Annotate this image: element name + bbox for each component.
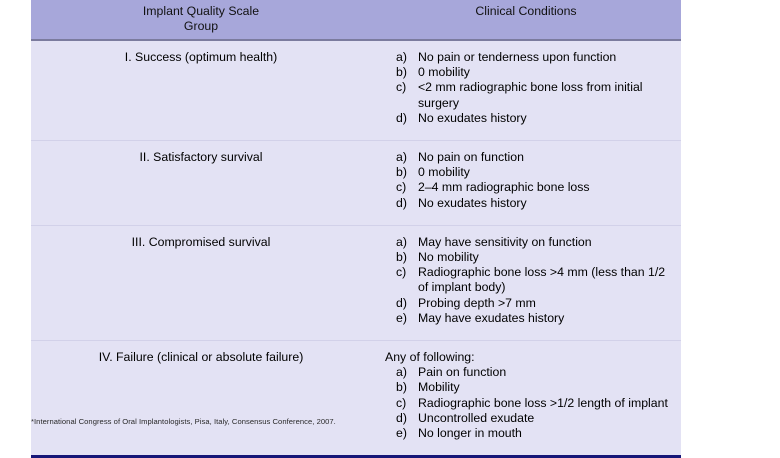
condition-marker: a) [396, 234, 407, 249]
condition-item: d) No exudates history [396, 111, 677, 126]
condition-text: No pain or tenderness upon function [418, 50, 617, 64]
condition-text: May have sensitivity on function [418, 234, 592, 249]
condition-text: 0 mobility [418, 65, 470, 80]
table-row: IV. Failure (clinical or absolute failur… [31, 340, 681, 458]
condition-marker: b) [396, 165, 407, 180]
condition-item: a) No pain on function [396, 150, 677, 165]
conditions-list: a) No pain on function b) 0 mobility c) 2–4 m… [385, 150, 677, 211]
conditions-intro: Any of following: [385, 350, 475, 365]
condition-text: Mobility [418, 380, 460, 395]
condition-marker: c) [396, 265, 407, 280]
condition-marker: b) [396, 65, 407, 80]
clinical-conditions-cell: a) No pain or tenderness upon function b) 0… [371, 40, 681, 141]
conditions-list: a) No pain or tenderness upon function b) 0… [385, 50, 677, 126]
condition-marker: a) [396, 50, 407, 64]
condition-item: a) No pain or tenderness upon function [396, 50, 677, 65]
column-header-clinical-conditions: Clinical Conditions [371, 0, 681, 41]
condition-item: b) 0 mobility [396, 165, 677, 180]
condition-item: a) May have sensitivity on function [396, 235, 677, 250]
condition-text: No longer in mouth [418, 426, 522, 441]
column-header-group-line1: Implant Quality Scale [142, 4, 260, 18]
table-footnote: *International Congress of Oral Implanto… [31, 417, 336, 426]
condition-item: c) Radiographic bone loss >1/2 length of … [396, 396, 677, 411]
condition-marker: a) [396, 365, 407, 380]
condition-text: Radiographic bone loss >4 mm (less than … [418, 265, 666, 295]
condition-text: No exudates history [418, 110, 527, 125]
table-row: III. Compromised survival a) May have sens… [31, 224, 681, 341]
condition-marker: d) [396, 110, 407, 125]
condition-marker: e) [396, 310, 407, 325]
group-cell: IV. Failure (clinical or absolute failur… [31, 340, 371, 458]
condition-text: 2–4 mm radiographic bone loss [418, 180, 590, 195]
condition-item: d) No exudates history [396, 196, 677, 211]
condition-marker: c) [396, 180, 407, 195]
header-row: Implant Quality Scale Group Clinical Con… [31, 0, 681, 41]
conditions-list: a) Pain on function b) Mobility c) Radiograph… [385, 365, 677, 441]
condition-text: <2 mm radiographic bone loss from initia… [418, 80, 643, 110]
condition-item: c) Radiographic bone loss >4 mm (less tha… [396, 265, 677, 295]
condition-marker: e) [396, 426, 407, 441]
implant-quality-scale-table-wrapper: Implant Quality Scale Group Clinical Con… [31, 0, 681, 458]
condition-text: Radiographic bone loss >1/2 length of im… [418, 395, 668, 410]
condition-text: No mobility [418, 250, 479, 265]
condition-marker: c) [396, 395, 407, 410]
condition-text: No pain on function [418, 150, 524, 165]
condition-text: Probing depth >7 mm [418, 295, 536, 310]
condition-marker: d) [396, 295, 407, 310]
condition-text: 0 mobility [418, 165, 470, 180]
condition-text: Pain on function [418, 365, 507, 380]
page-root: Implant Quality Scale Group Clinical Con… [31, 0, 681, 458]
group-cell: III. Compromised survival [31, 224, 371, 341]
condition-marker: d) [396, 410, 407, 425]
table-header: Implant Quality Scale Group Clinical Con… [31, 0, 681, 41]
condition-item: b) Mobility [396, 380, 677, 395]
condition-item: b) No mobility [396, 250, 677, 265]
condition-marker: b) [396, 380, 407, 395]
table-row: II. Satisfactory survival a) No pain on fu… [31, 140, 681, 226]
condition-item: d) Probing depth >7 mm [396, 296, 677, 311]
condition-marker: a) [396, 150, 407, 165]
condition-item: a) Pain on function [396, 365, 677, 380]
clinical-conditions-cell: a) May have sensitivity on function b) No m… [371, 224, 681, 341]
condition-marker: b) [396, 250, 407, 265]
condition-text: May have exudates history [418, 310, 565, 325]
implant-quality-scale-table: Implant Quality Scale Group Clinical Con… [31, 0, 681, 458]
condition-item: b) 0 mobility [396, 65, 677, 80]
condition-marker: c) [396, 80, 407, 95]
condition-text: Uncontrolled exudate [418, 410, 535, 425]
column-header-group-line2: Group [183, 19, 219, 33]
condition-item: c) <2 mm radiographic bone loss from init… [396, 80, 677, 110]
condition-item: e) May have exudates history [396, 311, 677, 326]
column-header-group: Implant Quality Scale Group [31, 0, 371, 41]
group-cell: I. Success (optimum health) [31, 40, 371, 141]
condition-marker: d) [396, 195, 407, 210]
condition-text: No exudates history [418, 195, 527, 210]
condition-item: d) Uncontrolled exudate [396, 411, 677, 426]
table-row: I. Success (optimum health) a) No pain or … [31, 40, 681, 141]
group-cell: II. Satisfactory survival [31, 140, 371, 226]
clinical-conditions-cell: a) No pain on function b) 0 mobility c) 2–4 m… [371, 140, 681, 226]
table-body: I. Success (optimum health) a) No pain or … [31, 40, 681, 458]
conditions-list: a) May have sensitivity on function b) No m… [385, 235, 677, 326]
clinical-conditions-cell: Any of following:a) Pain on function b) Mob… [371, 340, 681, 458]
condition-item: c) 2–4 mm radiographic bone loss [396, 180, 677, 195]
